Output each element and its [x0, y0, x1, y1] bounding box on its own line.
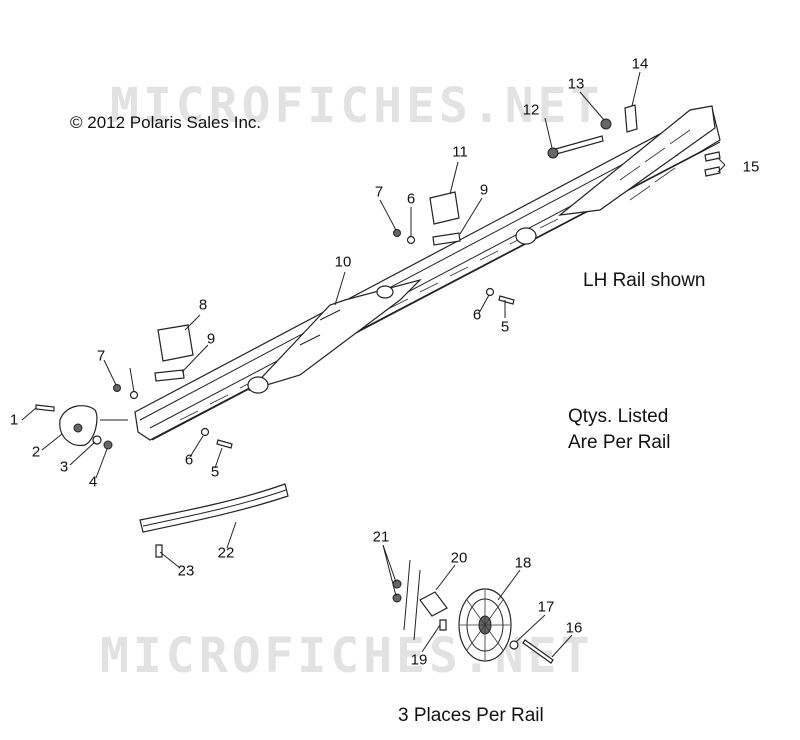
qty-note-line2: Are Per Rail — [568, 432, 671, 453]
callout-7: 7 — [96, 347, 106, 365]
part-9a — [154, 369, 185, 382]
callout-6-upper: 6 — [406, 190, 416, 208]
rail-shown-note: LH Rail shown — [583, 270, 706, 291]
callout-11: 11 — [452, 143, 468, 161]
callout-3: 3 — [59, 458, 69, 476]
rail-assembly — [134, 105, 721, 441]
callout-18: 18 — [514, 554, 532, 572]
callout-22: 22 — [217, 544, 235, 562]
callout-6: 6 — [184, 451, 194, 469]
callout-5: 5 — [210, 463, 220, 481]
part-23 — [155, 544, 163, 558]
callout-17: 17 — [537, 598, 555, 616]
callout-9-upper: 9 — [479, 181, 489, 199]
callout-1: 1 — [9, 411, 19, 429]
part-14 — [624, 104, 638, 133]
callout-5-mid: 5 — [500, 318, 510, 336]
callout-12: 12 — [522, 101, 540, 119]
callout-7-upper: 7 — [374, 183, 384, 201]
wheel-assembly — [392, 559, 554, 664]
part-12 — [551, 135, 604, 156]
part-9b — [432, 232, 461, 246]
callout-15: 15 — [742, 158, 760, 176]
callout-6-mid: 6 — [472, 306, 482, 324]
callout-14: 14 — [631, 55, 649, 73]
callout-9: 9 — [206, 330, 216, 348]
callout-20: 20 — [450, 549, 468, 567]
watermark-top: MICROFICHES.NET — [110, 78, 604, 134]
part-15 — [704, 151, 721, 177]
callout-10: 10 — [334, 253, 352, 271]
part-1 — [35, 404, 55, 412]
qty-note-line1: Qtys. Listed — [568, 406, 669, 427]
places-note: 3 Places Per Rail — [398, 705, 544, 726]
callout-8: 8 — [198, 296, 208, 314]
callout-19: 19 — [410, 651, 428, 669]
callout-23: 23 — [177, 562, 195, 580]
part-11 — [429, 191, 460, 225]
callout-4: 4 — [88, 473, 98, 491]
part-4 — [103, 440, 113, 450]
callout-21: 21 — [372, 528, 390, 546]
callout-2: 2 — [31, 443, 41, 461]
callout-16: 16 — [565, 619, 583, 637]
part-8 — [157, 324, 194, 362]
slide-22 — [139, 483, 289, 533]
leader-lines — [21, 71, 726, 658]
part-13 — [600, 118, 612, 130]
copyright-text: © 2012 Polaris Sales Inc. — [70, 113, 262, 132]
callout-13: 13 — [567, 75, 585, 93]
